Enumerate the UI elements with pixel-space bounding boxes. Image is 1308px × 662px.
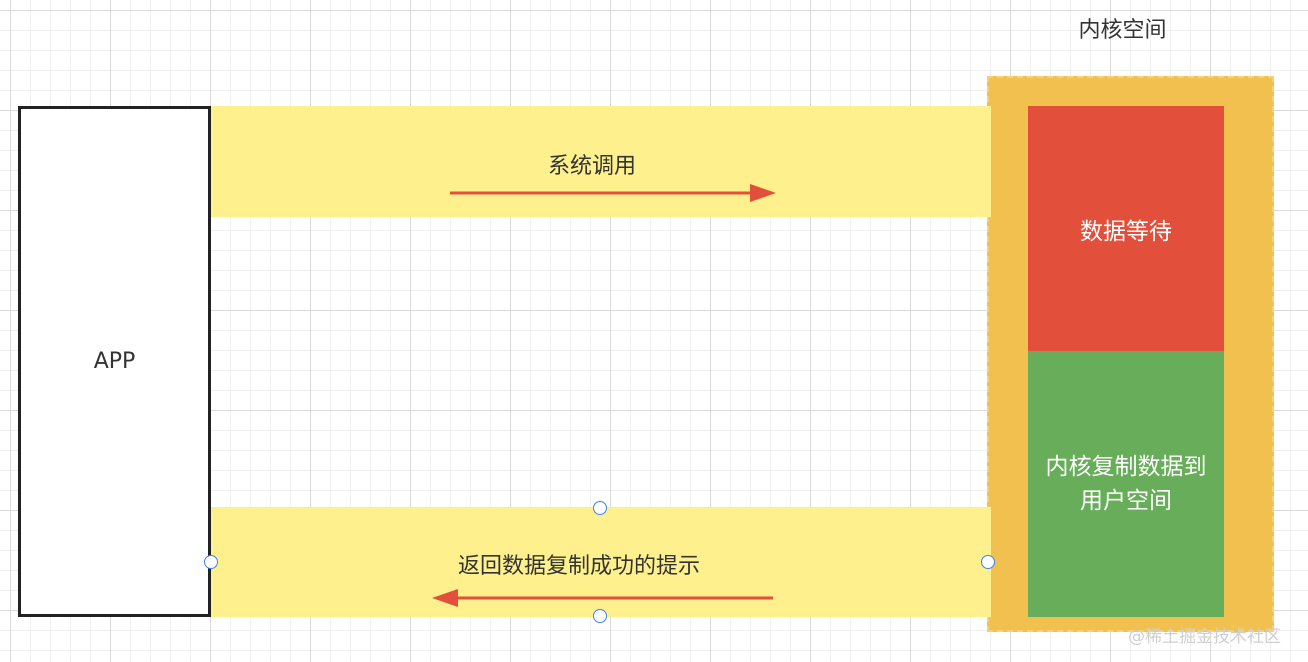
arrow-right-icon bbox=[450, 184, 776, 202]
kernel-copy-label: 内核复制数据到用户空间 bbox=[1045, 454, 1207, 514]
app-box[interactable]: APP bbox=[18, 106, 211, 617]
selection-handle-top[interactable] bbox=[593, 501, 607, 515]
selection-handle-bottom[interactable] bbox=[593, 609, 607, 623]
return-label: 返回数据复制成功的提示 bbox=[458, 554, 701, 579]
selection-handle-left[interactable] bbox=[204, 555, 218, 569]
syscall-label: 系统调用 bbox=[548, 154, 637, 179]
kernel-space-title: 内核空间 bbox=[1078, 18, 1167, 43]
kernel-copy-block[interactable]: 内核复制数据到用户空间 bbox=[1028, 351, 1224, 617]
data-wait-block[interactable]: 数据等待 bbox=[1028, 106, 1224, 351]
syscall-band[interactable] bbox=[211, 106, 991, 217]
selection-handle-right[interactable] bbox=[981, 555, 995, 569]
watermark: @稀土掘金技术社区 bbox=[1128, 627, 1281, 647]
arrow-left-icon bbox=[432, 589, 773, 607]
app-label: APP bbox=[93, 349, 136, 374]
data-wait-label: 数据等待 bbox=[1080, 218, 1172, 245]
